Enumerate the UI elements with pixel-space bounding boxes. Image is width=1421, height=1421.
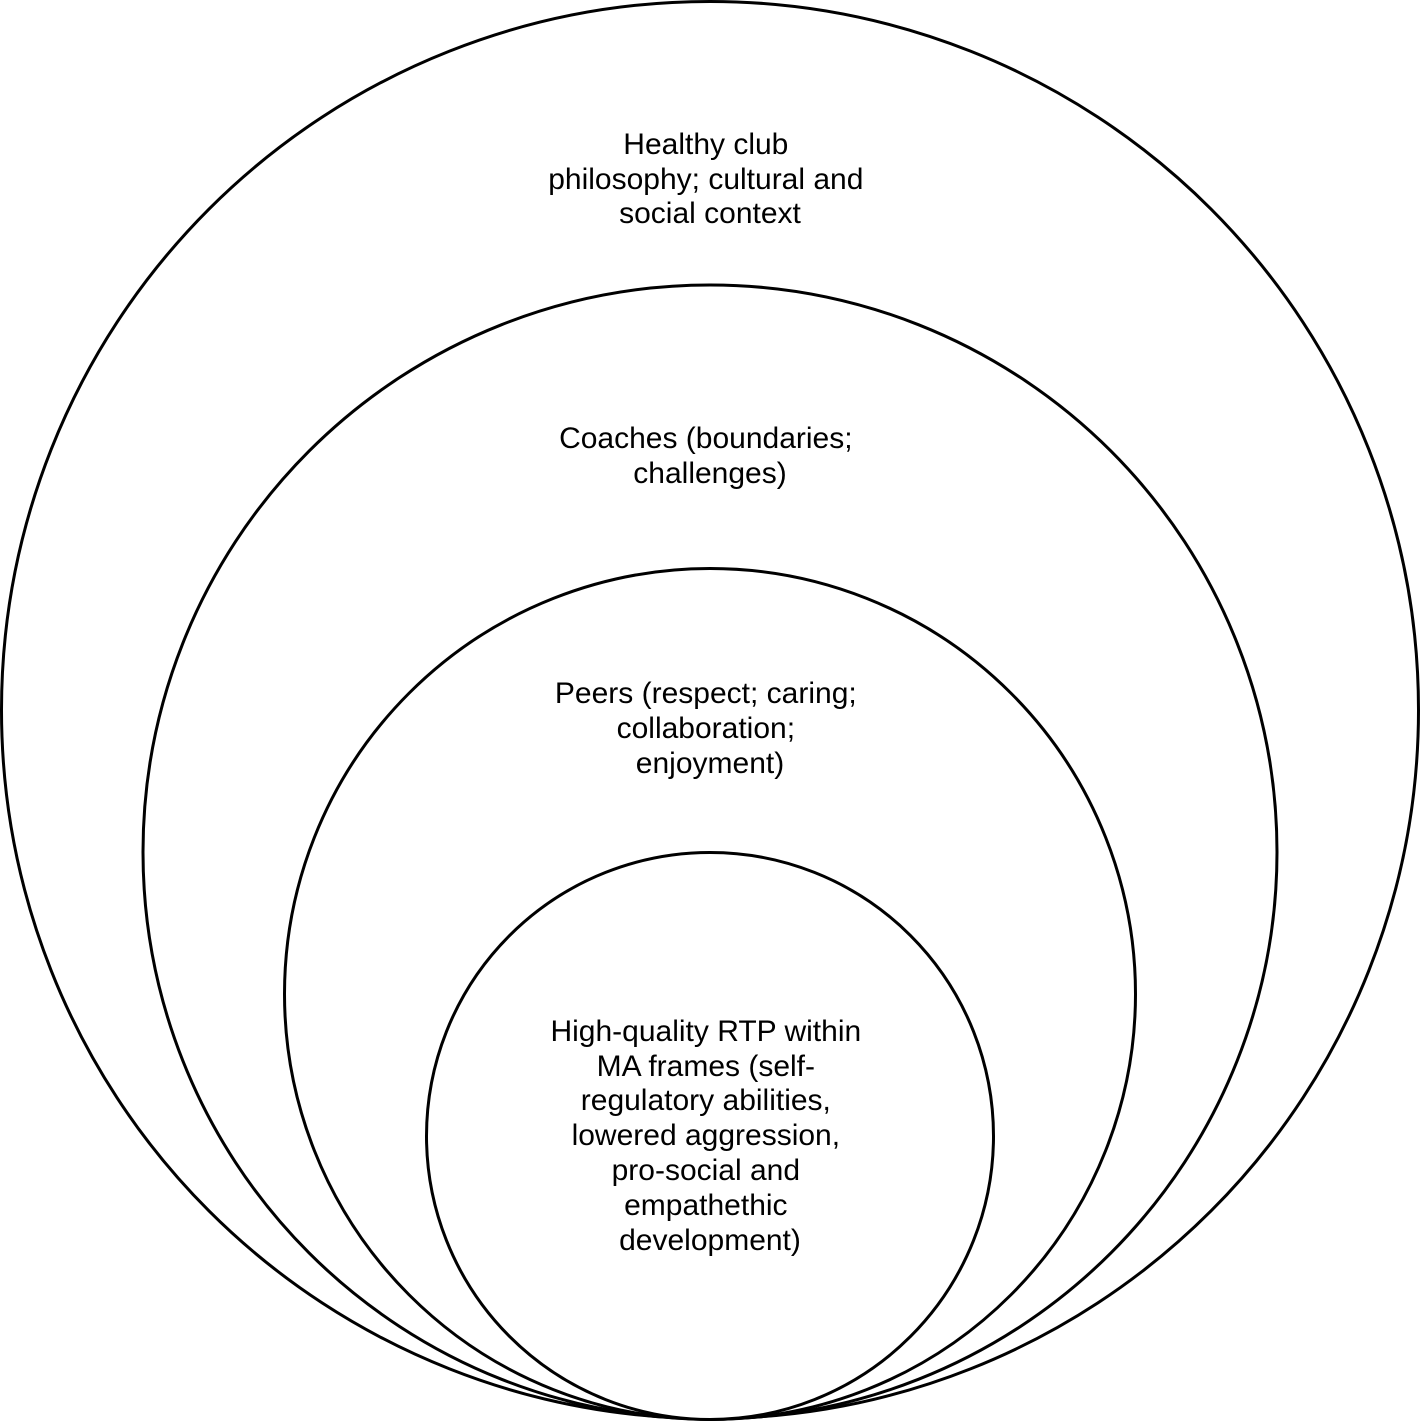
ring-core-line: lowered aggression, [572, 1119, 841, 1152]
ring-coaches-label: Coaches (boundaries; challenges) [559, 422, 861, 490]
ring-core-line: High-quality RTP within [550, 1015, 861, 1048]
ring-core-line: development) [619, 1224, 801, 1257]
ring-core-line: MA frames (self- [597, 1050, 815, 1083]
ring-peers-line: enjoyment) [636, 747, 784, 780]
ring-peers-line: collaboration; [617, 712, 795, 745]
ring-outer-line: social context [619, 197, 801, 230]
ring-outer-label: Healthy club philosophy; cultural and so… [548, 128, 872, 230]
ring-core-line: regulatory abilities, [581, 1084, 831, 1117]
ring-coaches-line: challenges) [633, 457, 786, 490]
ring-core-label: High-quality RTP within MA frames (self-… [550, 1015, 869, 1257]
ring-outer-line: Healthy club [623, 128, 788, 161]
ring-coaches-line: Coaches (boundaries; [559, 422, 853, 455]
ring-core: High-quality RTP within MA frames (self-… [425, 851, 995, 1421]
ring-peers-label: Peers (respect; caring; collaboration; e… [555, 677, 865, 780]
ring-core-circle [425, 851, 995, 1421]
ring-core-line: pro-social and [612, 1154, 800, 1187]
ring-peers-line: Peers (respect; caring; [555, 677, 857, 710]
ring-outer-line: philosophy; cultural and [548, 163, 863, 196]
ring-core-line: empathethic [624, 1189, 787, 1222]
